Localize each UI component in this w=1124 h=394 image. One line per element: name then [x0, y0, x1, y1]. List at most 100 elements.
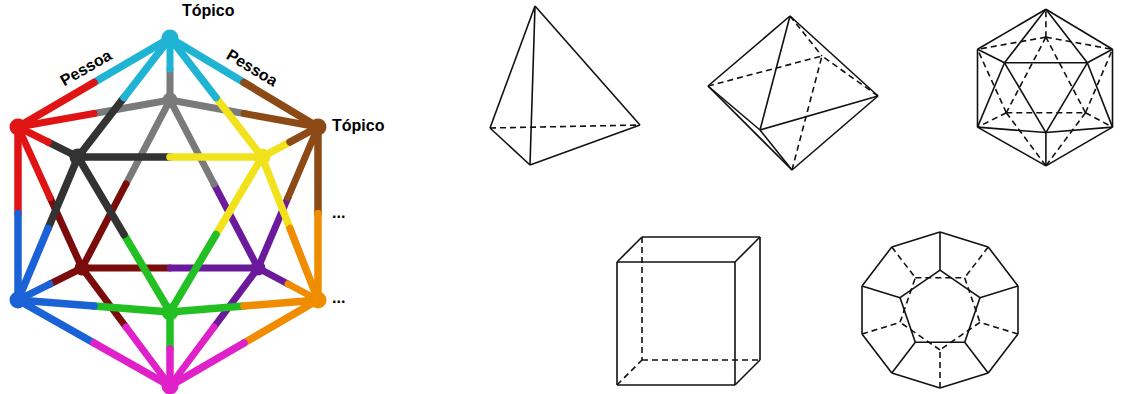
edge-line [760, 96, 878, 130]
rod [78, 157, 124, 235]
rod [18, 229, 48, 301]
rod [214, 268, 258, 327]
edge-line [490, 6, 535, 128]
edge-line [1005, 63, 1046, 133]
octahedron [708, 16, 878, 170]
rod [314, 127, 322, 214]
coloured-icosahedron [10, 30, 327, 394]
hidden-edge [790, 16, 822, 56]
hidden-edge [617, 360, 642, 385]
edge-line [892, 232, 940, 247]
edge-line [708, 86, 792, 170]
edge-line [1046, 127, 1113, 132]
edge-line [1087, 63, 1112, 127]
ellipsis-label: ... [332, 204, 345, 222]
edge-line [988, 334, 1018, 373]
dodecahedron [862, 232, 1018, 388]
edge-line [978, 49, 1005, 63]
rod [170, 153, 262, 161]
vertex-ball [70, 149, 87, 166]
edge-line [792, 96, 878, 170]
rod [78, 98, 124, 158]
hidden-edge [965, 278, 980, 323]
rod [170, 343, 244, 386]
edge-line [939, 232, 941, 270]
rod [244, 300, 318, 306]
edge-line [735, 237, 760, 262]
vertex-label: Tópico [182, 2, 234, 20]
rod [126, 100, 170, 184]
edge-line [642, 236, 760, 238]
rod [82, 265, 170, 272]
edge-line [861, 286, 863, 334]
edge-line [892, 342, 916, 373]
tetrahedron [490, 6, 640, 165]
vertex-ball [10, 119, 27, 136]
hidden-edge [1086, 49, 1113, 112]
rod [18, 127, 50, 198]
hidden-edge [978, 49, 1007, 112]
edge-line [490, 128, 530, 165]
vertex-ball [310, 119, 327, 136]
edge-line [617, 261, 735, 263]
rod [94, 306, 170, 312]
vertex-ball [10, 292, 27, 309]
rod [290, 229, 318, 301]
edge-line [940, 270, 980, 298]
rod [216, 157, 262, 235]
edge-line [617, 237, 642, 262]
hidden-edge [822, 56, 878, 96]
edge-line [1087, 49, 1112, 63]
edge-line [978, 127, 1046, 166]
edge-line [940, 373, 988, 388]
hidden-edge [490, 125, 640, 128]
edge-line [980, 286, 1018, 298]
rod [124, 235, 170, 313]
edge-line [1112, 49, 1114, 127]
edge-line [862, 247, 892, 286]
edge-line [530, 6, 535, 165]
vertex-ball [254, 149, 271, 166]
hidden-edge [1045, 9, 1047, 37]
vertex-ball [310, 292, 327, 309]
edge-line [988, 247, 1018, 286]
rod [244, 83, 318, 128]
edge-line [892, 373, 940, 388]
edge-line [616, 262, 618, 385]
vertex-ball [162, 304, 179, 321]
rod [14, 127, 22, 214]
edge-line [1046, 9, 1113, 49]
rod [18, 300, 94, 343]
edge-line [1046, 127, 1113, 166]
rod [78, 153, 170, 161]
hidden-edge [900, 322, 940, 350]
hidden-edge [1006, 113, 1046, 166]
edge-label: Pessoa [57, 46, 114, 89]
hidden-edge [1006, 112, 1085, 114]
edge-line [760, 16, 790, 130]
edge-line [790, 16, 878, 96]
rod [124, 38, 170, 98]
edge-line [759, 237, 761, 360]
hidden-edge [1046, 113, 1086, 166]
rod [170, 235, 216, 313]
edge-line [734, 262, 736, 385]
hidden-edge [965, 247, 989, 278]
rod [262, 157, 290, 229]
edge-line [862, 334, 892, 373]
rod [244, 300, 318, 343]
hidden-edge [892, 247, 916, 278]
rod [48, 157, 78, 229]
rod [170, 306, 244, 312]
rod [170, 38, 216, 98]
vertex-ball [162, 378, 179, 394]
rod [82, 268, 126, 327]
edge-line [940, 232, 988, 247]
rod [216, 98, 262, 158]
hidden-edge [900, 278, 915, 323]
edge-line [900, 270, 940, 298]
vertex-ball [162, 30, 179, 47]
edge-line [1005, 62, 1088, 64]
